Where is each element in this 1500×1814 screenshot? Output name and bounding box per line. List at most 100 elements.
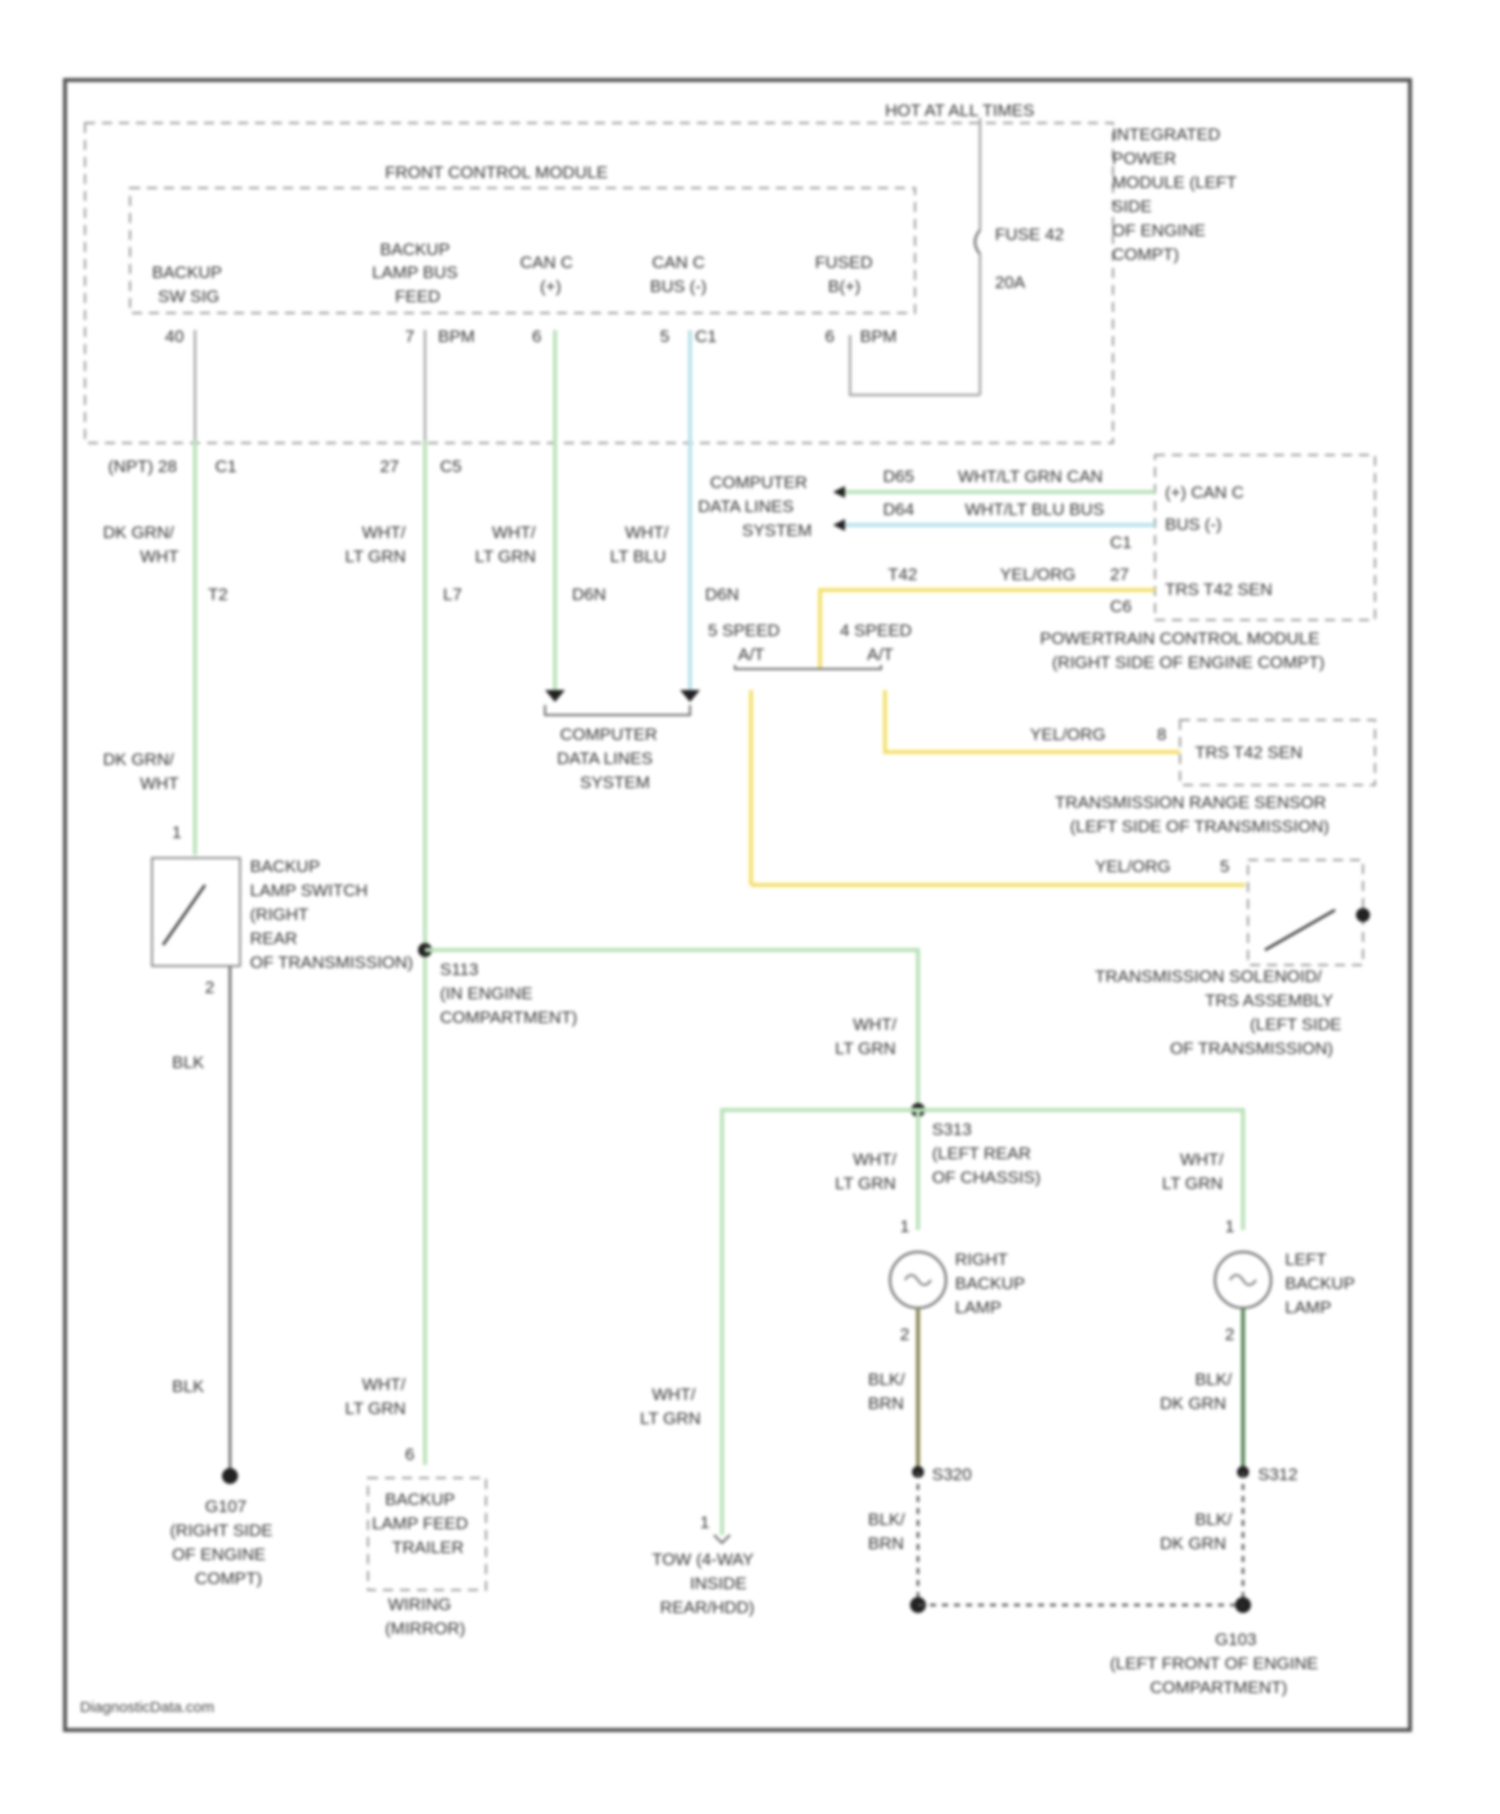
pin-label-line: B(+) bbox=[828, 277, 861, 296]
t42-label: T42 bbox=[888, 565, 917, 584]
ipm-label-line: OF ENGINE bbox=[1112, 221, 1206, 240]
switch-label-line: OF TRANSMISSION) bbox=[250, 953, 413, 972]
hot-at-all-times-label: HOT AT ALL TIMES bbox=[885, 101, 1034, 120]
pin-number: 6 bbox=[825, 327, 834, 346]
tow-line: REAR/HDD) bbox=[660, 1598, 754, 1617]
tow-line: TOW (4-WAY bbox=[652, 1550, 754, 1569]
wire-color-label: WHT/LT GRN CAN bbox=[958, 467, 1103, 486]
solenoid-line: TRS ASSEMBLY bbox=[1205, 991, 1333, 1010]
pin-conn: BPM bbox=[860, 327, 897, 346]
wire-color-label: YEL/ORG bbox=[1000, 565, 1076, 584]
trailer-sub-label: WIRING (MIRROR) bbox=[385, 1595, 465, 1638]
ground-line: COMPT) bbox=[195, 1569, 262, 1588]
wire-code: D6N bbox=[705, 585, 739, 604]
wire-color-label: DK GRN bbox=[1160, 1394, 1226, 1413]
wire-color-label: YEL/ORG bbox=[1030, 725, 1106, 744]
wire-color-label: WHT/ bbox=[1180, 1150, 1224, 1169]
trailer-sub-line: (MIRROR) bbox=[385, 1619, 465, 1638]
d65-label: D65 bbox=[883, 467, 914, 486]
switch-label-line: (RIGHT bbox=[250, 905, 309, 924]
splice-line: S113 bbox=[440, 960, 478, 979]
cdl-line: SYSTEM bbox=[742, 521, 812, 540]
lamp-line: LEFT bbox=[1285, 1250, 1327, 1269]
trailer-sub-line: WIRING bbox=[388, 1595, 451, 1614]
bracket bbox=[545, 705, 690, 715]
wire-code-t2: T2 bbox=[208, 585, 228, 604]
wire-color-label: WHT bbox=[140, 774, 179, 793]
pin-label-line: BACKUP bbox=[380, 240, 450, 259]
option-line: 5 SPEED bbox=[708, 621, 780, 640]
switch-label-line: REAR bbox=[250, 929, 297, 948]
pcm-title-line: POWERTRAIN CONTROL MODULE bbox=[1040, 629, 1320, 648]
wire-color-label: BRN bbox=[868, 1534, 904, 1553]
wire-color-label: DK GRN/ bbox=[103, 523, 174, 542]
wire-color-label: BRN bbox=[868, 1394, 904, 1413]
ipm-label-line: SIDE bbox=[1112, 197, 1152, 216]
pcm-title: POWERTRAIN CONTROL MODULE (RIGHT SIDE OF… bbox=[1040, 629, 1325, 672]
splice-eng-label: S113 (IN ENGINE COMPARTMENT) bbox=[440, 960, 577, 1027]
arrow-icon bbox=[833, 519, 845, 531]
c5-conn: C5 bbox=[440, 457, 462, 476]
lamp-line: LAMP bbox=[955, 1298, 1001, 1317]
ground-line: OF ENGINE bbox=[172, 1545, 266, 1564]
arrow-icon bbox=[545, 690, 565, 702]
switch-pin-bottom: 2 bbox=[205, 978, 214, 997]
c1-left-label: (NPT) 28 bbox=[108, 457, 177, 476]
ground-line: G107 bbox=[205, 1497, 247, 1516]
ground-line: COMPARTMENT) bbox=[1150, 1678, 1287, 1697]
fcm-pin-fused-b: FUSED B(+) 6 BPM bbox=[815, 253, 897, 346]
wire-color-label: LT BLU bbox=[610, 547, 666, 566]
option-line: A/T bbox=[867, 645, 893, 664]
trs-pin: 8 bbox=[1157, 725, 1166, 744]
s320-label: S320 bbox=[932, 1465, 972, 1484]
fcm-pin-can-plus: CAN C (+) 6 bbox=[520, 253, 573, 346]
switch-label-line: LAMP SWITCH bbox=[250, 881, 368, 900]
pin-number: 5 bbox=[660, 327, 669, 346]
fcm-pin-can-minus: CAN C BUS (-) 5 C1 bbox=[650, 253, 717, 346]
cdl-line: DATA LINES bbox=[557, 749, 653, 768]
splice-line: (IN ENGINE bbox=[440, 984, 533, 1003]
fcm-pin-backup-lamp-feed: BACKUP LAMP BUS FEED 7 BPM bbox=[372, 240, 475, 346]
splice-feed-wire bbox=[425, 950, 918, 1110]
pin-conn: BPM bbox=[438, 327, 475, 346]
pcm-title-line: (RIGHT SIDE OF ENGINE COMPT) bbox=[1052, 653, 1325, 672]
arrow-icon bbox=[833, 486, 845, 498]
fuse-amp-label: 20A bbox=[995, 273, 1026, 292]
pcm-pin-label: (+) CAN C bbox=[1165, 483, 1244, 502]
solenoid-line: (LEFT SIDE bbox=[1250, 1015, 1341, 1034]
ipm-label-line: INTEGRATED bbox=[1112, 125, 1220, 144]
connector-icon bbox=[714, 1535, 730, 1543]
cdl-line: COMPUTER bbox=[560, 725, 657, 744]
pin-number: 6 bbox=[532, 327, 541, 346]
cdl-line: COMPUTER bbox=[710, 473, 807, 492]
lamp-pin: 1 bbox=[900, 1217, 909, 1236]
left-lamp-label: LEFT BACKUP LAMP bbox=[1285, 1250, 1355, 1317]
computer-data-lines-right: COMPUTER DATA LINES SYSTEM bbox=[698, 473, 812, 540]
splice-rear-label: S313 (LEFT REAR OF CHASSIS) bbox=[932, 1120, 1041, 1187]
lamp-pin: 2 bbox=[1225, 1325, 1234, 1344]
tow-pin: 1 bbox=[700, 1513, 709, 1532]
lamp-line: BACKUP bbox=[1285, 1274, 1355, 1293]
lamp-pin: 1 bbox=[1225, 1217, 1234, 1236]
ipm-label: INTEGRATED POWER MODULE (LEFT SIDE OF EN… bbox=[1112, 125, 1237, 264]
arrow-icon bbox=[680, 690, 700, 702]
pin-label-line: LAMP BUS bbox=[372, 263, 458, 282]
fcm-box bbox=[130, 188, 915, 313]
pcm-pin-c1: C1 bbox=[1110, 533, 1132, 552]
wire-color-label: YEL/ORG bbox=[1095, 857, 1171, 876]
trs-pin-label: TRS T42 SEN bbox=[1195, 743, 1302, 762]
cdl-line: DATA LINES bbox=[698, 497, 794, 516]
solenoid-line: TRANSMISSION SOLENOID/ bbox=[1095, 967, 1322, 986]
pcm-pin-c6: C6 bbox=[1110, 597, 1132, 616]
ipm-label-line: COMPT) bbox=[1112, 245, 1179, 264]
wire-code: D6N bbox=[572, 585, 606, 604]
trans-option-5speed: 5 SPEED A/T bbox=[708, 621, 780, 664]
tow-label: TOW (4-WAY INSIDE REAR/HDD) bbox=[652, 1550, 754, 1617]
ground-line: (LEFT FRONT OF ENGINE bbox=[1110, 1654, 1318, 1673]
trailer-line: TRAILER bbox=[392, 1538, 464, 1557]
wire-color-label: WHT/ bbox=[853, 1015, 897, 1034]
pin-number: 7 bbox=[405, 327, 414, 346]
splice-line: (LEFT REAR bbox=[932, 1144, 1031, 1163]
wire-color-label: WHT/ bbox=[362, 1375, 406, 1394]
